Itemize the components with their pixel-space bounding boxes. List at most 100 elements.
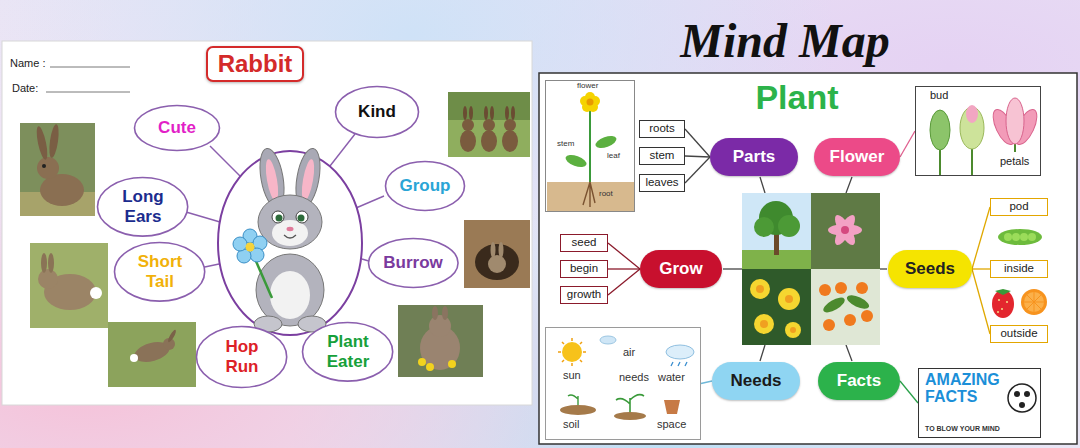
rabbit-photo [464,220,530,288]
bunny-cartoon [233,147,326,332]
bunny-cartoon [258,195,322,249]
bunny-cartoon [276,215,283,222]
bunny-cartoon [287,227,294,231]
branch-pill: Parts [710,138,798,176]
node-text: air [623,347,635,359]
bud-illustration [966,105,978,123]
node-text: Rabbit [218,50,293,78]
topic-ellipse: Kind [334,85,420,139]
plant-spoke [723,268,742,269]
rabbit-photo [481,130,497,152]
bunny-cartoon [284,235,296,238]
node-text: sun [563,370,581,382]
diagram-title: Mind Map [680,13,889,68]
bud-illustration [939,150,941,175]
plant-illustration [589,108,591,182]
item-box: pod [990,198,1048,216]
node-text: water [658,372,685,384]
ellipse-outline [368,239,458,288]
photo-collage [821,295,847,316]
node-text: petals [1000,156,1029,168]
node-text: space [657,419,686,431]
plant-illustration [564,153,588,170]
topic-ellipse: Cute [133,104,221,152]
seed-pictures [1012,233,1020,241]
rabbit-photo [448,360,456,368]
photo-collage [750,279,770,299]
rabbit-photo [484,106,488,120]
rabbit-photo [48,253,54,273]
rabbit-photo [464,220,530,288]
node-text: Kind [358,102,396,122]
item-box: roots [639,120,685,138]
node-text: stem [650,149,675,162]
plant-spoke [880,268,887,269]
item-box: leaves [639,174,685,192]
needs-illustration [671,362,687,366]
rabbit-photo [30,243,108,328]
ellipse-outline [115,243,205,302]
bud-illustration [930,110,950,150]
photo-collage [831,212,858,247]
rabbit-photo [426,363,434,371]
plant-illustration [583,182,595,207]
bunny-cartoon [246,243,255,252]
photo-collage [845,292,871,311]
node-text: Short Tail [130,252,190,291]
photo-collage [756,285,764,293]
node-text: flower [577,82,598,90]
photo-collage [785,322,801,338]
rabbit-photo [398,305,483,377]
photo-collage [778,215,800,237]
topic-ellipse: Burrow [367,237,460,289]
node-text: seed [572,236,597,249]
photo-collage [790,327,796,333]
rabbit-photo [432,306,438,320]
needs-illustration [600,336,616,344]
photo-collage [841,226,849,234]
center-oval [218,151,362,335]
bunny-cartoon [298,215,305,222]
rabbit-photo [490,106,494,120]
item-box: outside [990,325,1048,343]
rabbit-photo [442,306,448,320]
topic-ellipse: Group [384,160,466,212]
rabbit-photo [448,92,530,157]
node-text: growth [567,288,602,301]
connector-line [701,381,712,384]
node-text: Hop Run [212,337,272,376]
plant-spoke [846,345,852,361]
seed-pictures [998,299,1000,301]
connector-line [972,207,990,269]
node-text: Burrow [383,253,443,273]
node-text: begin [570,262,598,275]
rabbit-photo [488,255,506,273]
rabbit-photo [504,119,516,131]
photo-collage [844,314,856,326]
rabbit-photo [108,322,196,387]
rabbit-photo [35,126,50,161]
write-in-line [50,67,130,68]
needs-illustration [664,400,680,414]
needs-illustration [614,412,646,420]
photo-collage [811,269,880,345]
needs-illustration [558,338,586,366]
picture-box: sun air needs water soil space [545,327,701,440]
node-text: needs [619,372,649,384]
plant-spoke [760,177,765,193]
item-box: stem [639,147,685,165]
photo-collage [742,193,811,269]
seed-pictures [992,290,1014,318]
photo-collage [754,314,774,334]
seed-pictures [1024,292,1044,312]
bud-illustration [1006,98,1024,144]
write-in-line [46,67,130,92]
picture-box: budpetals [915,86,1041,176]
bunny-cartoon [270,271,310,319]
facts-face [1014,391,1020,397]
node-text: soil [563,419,580,431]
rabbit-photo [20,123,95,216]
seed-pictures [1028,233,1036,241]
picture-box: AMAZING FACTSTO BLOW YOUR MIND [918,368,1041,438]
rabbit-photo [463,106,467,120]
